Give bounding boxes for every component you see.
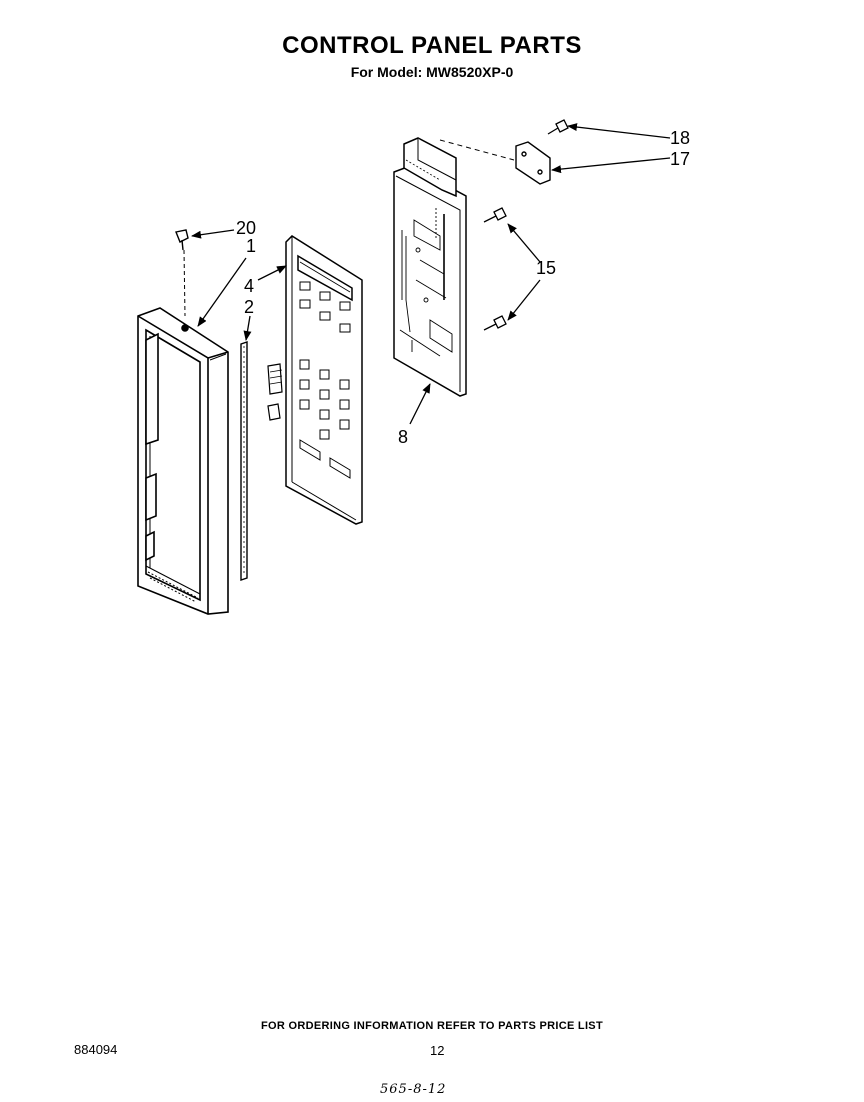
page-number: 12 [430,1043,445,1058]
callout-2: 2 [244,297,254,317]
leader-line-18 [567,123,671,139]
callout-1: 1 [246,236,256,256]
handwritten-code: 565-8-12 [380,1082,447,1097]
callout-18: 18 [670,128,690,148]
leader-line-1 [197,257,247,327]
page-title: CONTROL PANEL PARTS [282,32,582,59]
dashed-leader-bracket [439,139,515,161]
callout-20: 20 [236,218,256,238]
ribbon-connectors [267,363,283,421]
bracket-part-17 [515,141,551,185]
callout-4: 4 [244,276,254,296]
touch-keypad-panel [285,235,363,525]
callout-17: 17 [670,149,690,169]
screw-part-18 [547,119,569,135]
leader-line-8 [409,383,431,425]
leader-line-20 [191,229,235,239]
model-subtitle: For Model: MW8520XP-0 [350,64,514,80]
callout-8: 8 [398,427,408,447]
leader-line-4 [257,265,287,281]
leader-line-17 [551,157,671,174]
leader-line-15-lower [507,279,541,321]
gasket-strip-part-2 [240,341,248,581]
leader-line-15-upper [507,223,541,263]
callout-15: 15 [536,258,556,278]
screw-part-20 [175,229,189,317]
leader-line-2 [243,315,252,341]
circuit-board-assembly [393,137,467,397]
document-number: 884094 [74,1042,118,1057]
screws-part-15 [483,207,507,331]
ordering-note: FOR ORDERING INFORMATION REFER TO PARTS … [261,1020,603,1032]
control-panel-frame [137,307,229,615]
